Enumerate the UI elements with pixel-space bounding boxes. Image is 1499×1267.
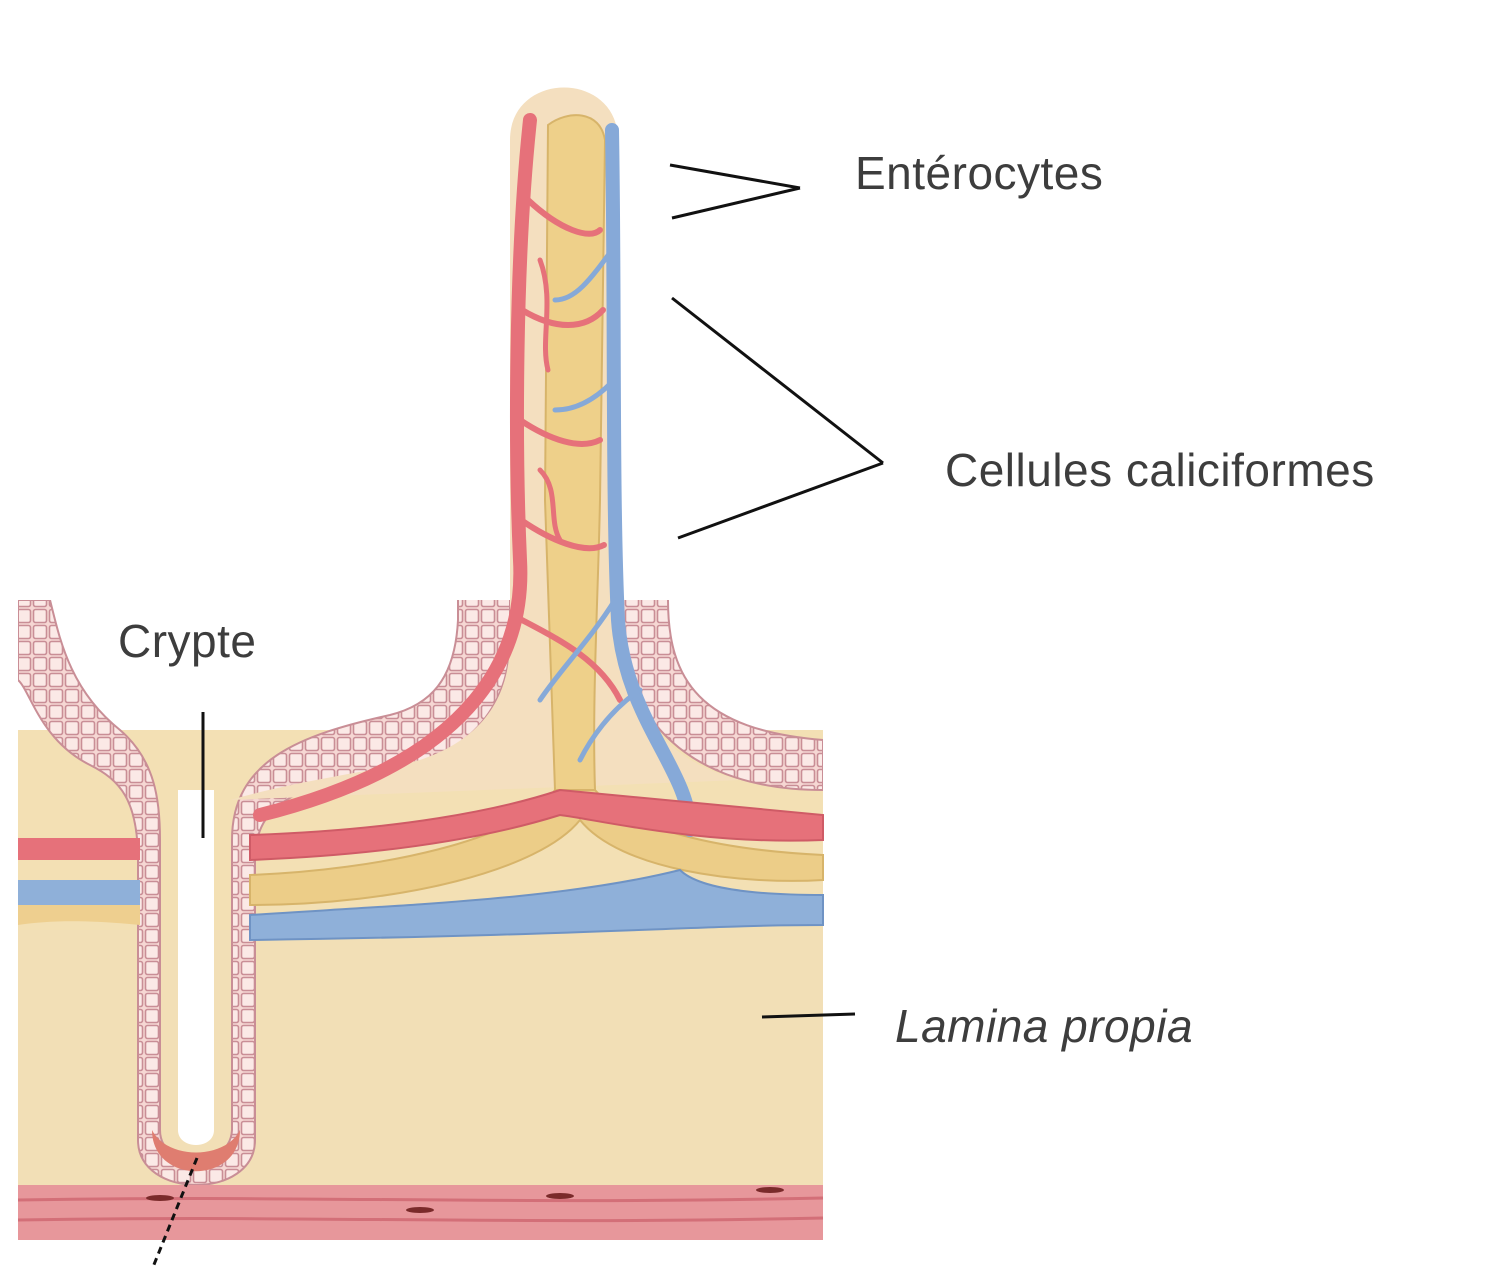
leader-goblet-lower (678, 463, 883, 538)
enterocytes-label: Entérocytes (855, 150, 1103, 196)
leader-enterocytes-lower (672, 188, 800, 218)
lamina-propria-label: Lamina propia (895, 1003, 1193, 1049)
muscularis-mucosae (18, 1185, 823, 1240)
goblet-cells-label: Cellules caliciformes (945, 447, 1375, 493)
crypt-lumen (178, 790, 214, 1145)
leader-enterocytes-upper (670, 165, 800, 188)
leader-goblet-upper (672, 298, 883, 463)
crypt-label: Crypte (118, 618, 256, 664)
